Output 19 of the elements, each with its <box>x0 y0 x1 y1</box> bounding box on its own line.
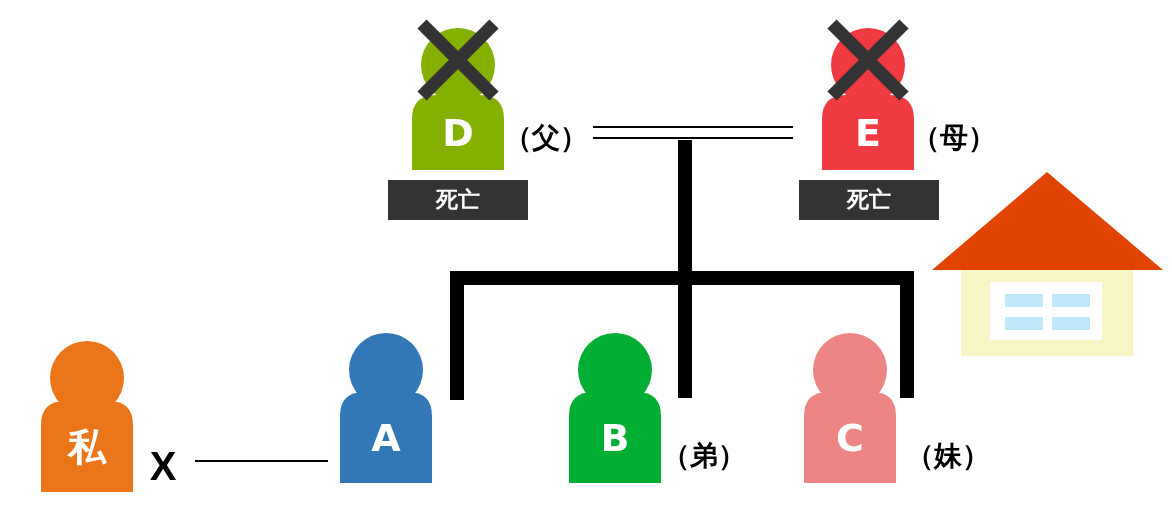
connector-line <box>194 460 329 462</box>
relation-label: （父） <box>508 120 584 156</box>
person-label: C <box>835 414 865 462</box>
relation-label: （母） <box>916 120 992 156</box>
person-label: 私 <box>66 423 108 471</box>
person-figure <box>340 333 432 483</box>
relation-label: （弟） <box>666 438 742 474</box>
person-figure <box>804 333 896 483</box>
relation-label: （妹） <box>910 438 986 474</box>
person-label: A <box>370 414 402 462</box>
person-label: B <box>599 414 631 462</box>
person-label: D <box>441 109 475 157</box>
person-figure <box>569 333 661 483</box>
status-tag: 死亡 <box>388 180 528 220</box>
marriage-line <box>592 126 794 139</box>
status-tag: 死亡 <box>799 180 939 220</box>
x-mark: X <box>148 445 178 487</box>
person-figure <box>41 341 133 492</box>
person-label: E <box>854 109 882 157</box>
